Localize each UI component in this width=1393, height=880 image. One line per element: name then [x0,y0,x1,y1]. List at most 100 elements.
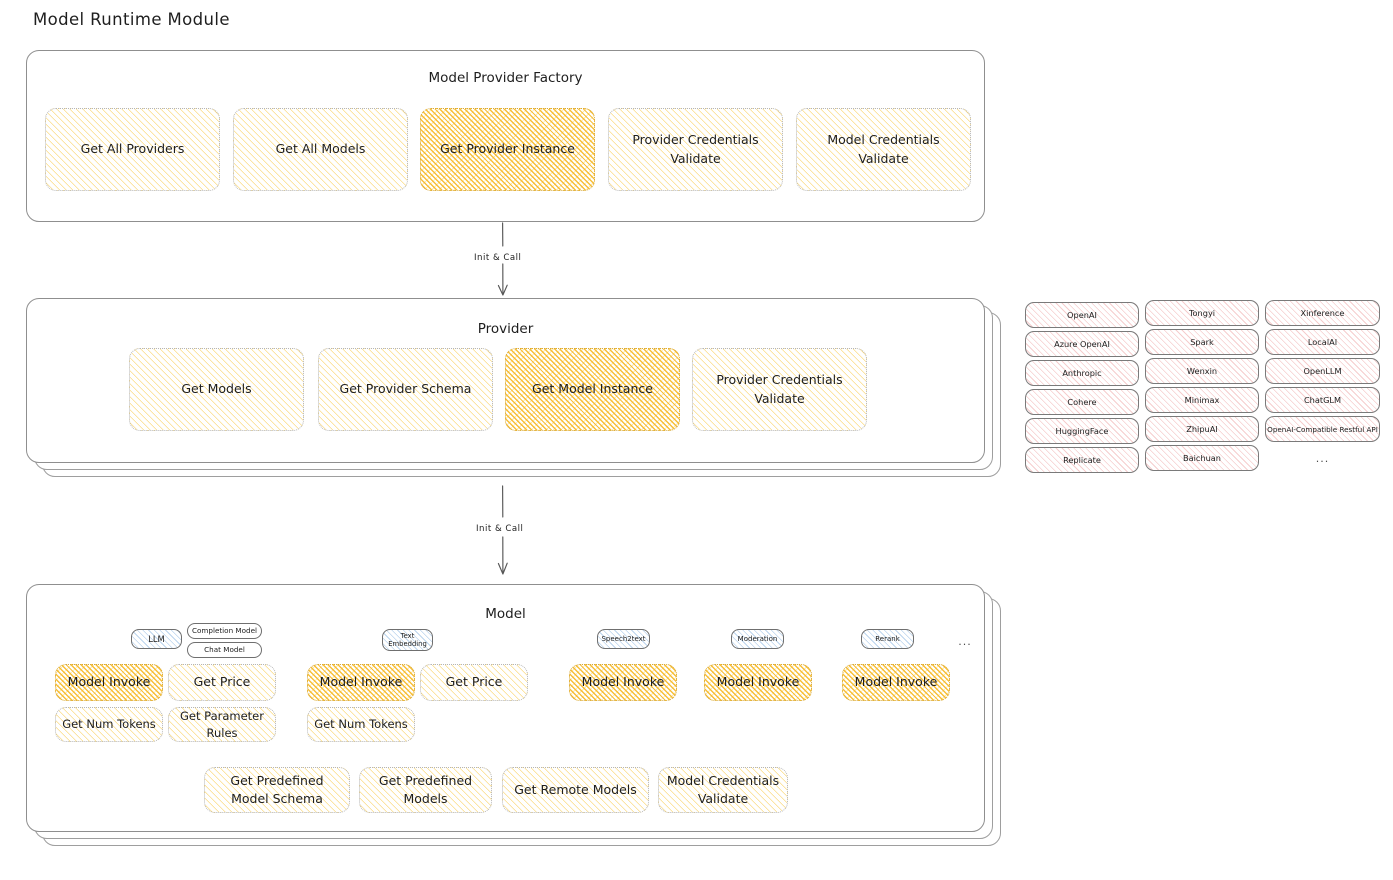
model-type-badge-text-embedding[interactable]: Text Embedding [382,629,433,651]
provider-pill-label: Azure OpenAI [1054,339,1110,349]
provider-pill-spark[interactable]: Spark [1145,329,1259,355]
provider-pill-openai-compatible-restful-api[interactable]: OpenAI-Compatible Restful API [1265,416,1380,442]
provider-pill-label: Wenxin [1186,366,1218,376]
provider-pill-azure-openai[interactable]: Azure OpenAI [1025,331,1139,357]
provider-pill-localai[interactable]: LocalAI [1265,329,1380,355]
text-embedding-method-get-num-tokens[interactable]: Get Num Tokens [307,707,415,742]
model-type-label: LLM [148,633,165,644]
provider-pill-label: Replicate [1063,455,1101,465]
model-type-badge-speech2text[interactable]: Speech2text [597,629,650,649]
model-type-label: Speech2text [601,634,646,643]
method-label: Get Price [445,674,503,690]
provider-pill-label: Cohere [1067,397,1097,407]
factory-box-label: Get All Models [275,141,366,157]
model-type-badge-moderation[interactable]: Moderation [731,629,784,649]
provider-box-label: Get Models [181,381,252,397]
llm-method-get-parameter-rules[interactable]: Get Parameter Rules [168,707,276,742]
factory-box-get-provider-instance[interactable]: Get Provider Instance [420,108,595,191]
provider-pill-label: Anthropic [1062,368,1102,378]
method-label: Get Predefined Models [378,772,473,806]
provider-pill-chatglm[interactable]: ChatGLM [1265,387,1380,413]
provider-pill-label: OpenAI [1067,310,1097,320]
factory-box-model-credentials-validate[interactable]: Model Credentials Validate [796,108,971,191]
method-label: Get Parameter Rules [180,708,264,740]
provider-pill-anthropic[interactable]: Anthropic [1025,360,1139,386]
model-types-more: ... [958,635,972,648]
model-type-label: Moderation [737,634,778,643]
provider-pill-label: OpenAI-Compatible Restful API [1267,424,1378,434]
provider-pill-label: HuggingFace [1055,426,1109,436]
provider-list-more: ... [1315,452,1330,465]
provider-pill-label: ZhipuAI [1186,424,1218,434]
model-panel: Model LLM Completion Model Chat Model Mo… [26,584,985,832]
model-subbadge-label: Chat Model [204,644,245,654]
provider-pill-label: Spark [1190,337,1214,347]
method-label: Model Invoke [67,674,151,690]
provider-box-get-model-instance[interactable]: Get Model Instance [505,348,680,431]
provider-title: Provider [477,321,534,337]
arrow-factory-to-provider [497,222,508,296]
provider-pill-openllm[interactable]: OpenLLM [1265,358,1380,384]
provider-pill-baichuan[interactable]: Baichuan [1145,445,1259,471]
model-subbadge-completion-model[interactable]: Completion Model [187,623,262,639]
provider-pill-minimax[interactable]: Minimax [1145,387,1259,413]
method-label: Get Price [193,674,251,690]
provider-box-get-models[interactable]: Get Models [129,348,304,431]
provider-pill-replicate[interactable]: Replicate [1025,447,1139,473]
provider-pill-zhipuai[interactable]: ZhipuAI [1145,416,1259,442]
speech2text-method-model-invoke[interactable]: Model Invoke [569,664,677,701]
text-embedding-method-model-invoke[interactable]: Model Invoke [307,664,415,701]
factory-box-get-all-models[interactable]: Get All Models [233,108,408,191]
provider-box-get-provider-schema[interactable]: Get Provider Schema [318,348,493,431]
rerank-method-model-invoke[interactable]: Model Invoke [842,664,950,701]
method-label: Model Credentials Validate [666,772,780,806]
provider-pill-xinference[interactable]: Xinference [1265,300,1380,326]
method-label: Get Remote Models [514,781,637,797]
method-label: Model Invoke [319,674,403,690]
factory-box-label: Provider Credentials Validate [632,132,759,166]
method-label: Get Num Tokens [62,717,156,732]
common-method-get-remote-models[interactable]: Get Remote Models [502,767,649,813]
provider-pill-label: LocalAI [1307,337,1338,347]
model-type-label: Rerank [875,634,900,643]
llm-method-get-price[interactable]: Get Price [168,664,276,701]
provider-pill-label: ChatGLM [1303,395,1342,405]
model-type-badge-rerank[interactable]: Rerank [861,629,914,649]
arrow-provider-to-model [497,485,508,575]
model-provider-factory-title: Model Provider Factory [428,70,583,86]
llm-method-get-num-tokens[interactable]: Get Num Tokens [55,707,163,742]
method-label: Model Invoke [581,674,665,690]
provider-pill-label: OpenLLM [1303,366,1342,376]
text-embedding-method-get-price[interactable]: Get Price [420,664,528,701]
common-method-get-predefined-models[interactable]: Get Predefined Models [359,767,492,813]
provider-box-label: Provider Credentials Validate [716,372,843,406]
provider-pill-cohere[interactable]: Cohere [1025,389,1139,415]
factory-box-label: Get All Providers [80,141,185,157]
provider-pill-huggingface[interactable]: HuggingFace [1025,418,1139,444]
moderation-method-model-invoke[interactable]: Model Invoke [704,664,812,701]
provider-box-label: Get Model Instance [532,381,653,397]
provider-pill-tongyi[interactable]: Tongyi [1145,300,1259,326]
arrow-label-init-call-2: Init & Call [476,524,524,534]
method-label: Get Num Tokens [314,717,408,732]
provider-box-provider-credentials-validate[interactable]: Provider Credentials Validate [692,348,867,431]
provider-box-label: Get Provider Schema [339,381,472,397]
factory-box-label: Get Provider Instance [440,141,575,157]
llm-method-model-invoke[interactable]: Model Invoke [55,664,163,701]
provider-pill-label: Tongyi [1188,308,1216,318]
factory-box-get-all-providers[interactable]: Get All Providers [45,108,220,191]
provider-pill-label: Xinference [1300,308,1345,318]
model-type-badge-llm[interactable]: LLM [131,629,182,649]
page-title: Model Runtime Module [33,10,230,29]
common-method-model-credentials-validate[interactable]: Model Credentials Validate [658,767,788,813]
provider-pill-wenxin[interactable]: Wenxin [1145,358,1259,384]
model-subbadge-chat-model[interactable]: Chat Model [187,642,262,658]
common-method-get-predefined-model-schema[interactable]: Get Predefined Model Schema [204,767,350,813]
method-label: Model Invoke [854,674,938,690]
provider-pill-openai[interactable]: OpenAI [1025,302,1139,328]
factory-box-provider-credentials-validate[interactable]: Provider Credentials Validate [608,108,783,191]
arrow-label-init-call-1: Init & Call [474,253,522,263]
provider-list: OpenAI Azure OpenAI Anthropic Cohere Hug… [1025,300,1380,475]
model-provider-factory-panel: Model Provider Factory Get All Providers… [26,50,985,222]
factory-box-label: Model Credentials Validate [827,132,940,166]
